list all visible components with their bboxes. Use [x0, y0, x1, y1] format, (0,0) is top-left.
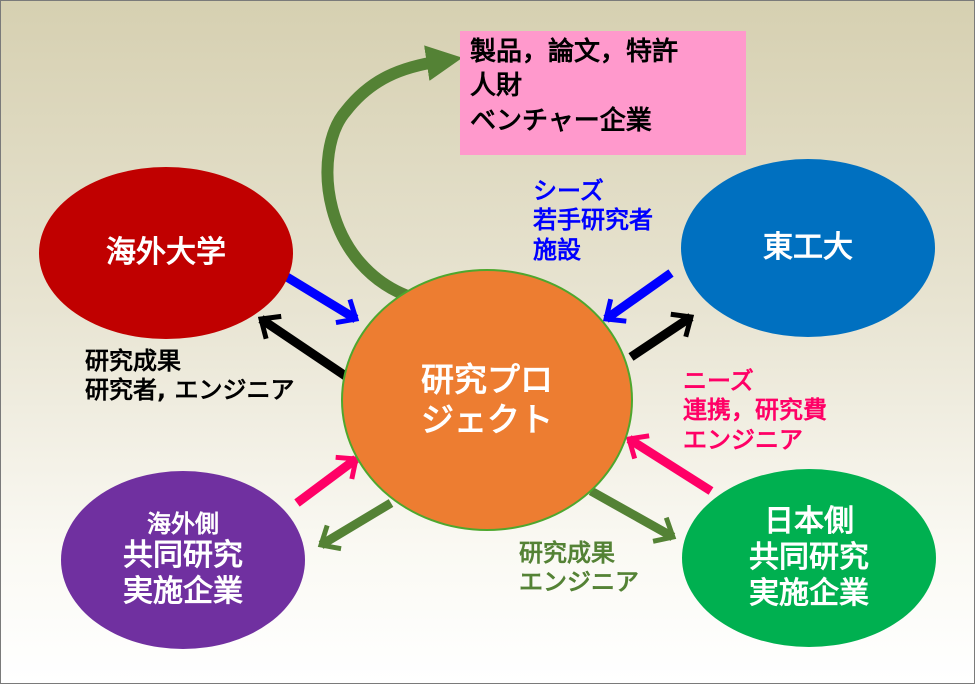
results-engineers-label-line: 研究成果 — [519, 539, 615, 567]
results-engineers-label: 研究成果 エンジニア — [519, 539, 639, 598]
needs-arrow-from-japan-company — [625, 433, 714, 495]
needs-label-line: 連携，研究費 — [683, 396, 827, 425]
results-arrow-to-overseas-company — [317, 499, 394, 552]
results-researchers-label: 研究成果 研究者, エンジニア — [85, 347, 294, 406]
japan-company-label-line3: 実施企業 — [749, 576, 869, 611]
results-researchers-label-line: 研究者, エンジニア — [85, 376, 295, 405]
japan-company-label-line1: 日本側 — [764, 504, 854, 539]
seeds-arrow-from-tokyo-tech — [602, 269, 674, 324]
seeds-label-line: シーズ — [533, 177, 604, 205]
overseas-university-label: 海外大学 — [106, 235, 226, 270]
results-researchers-label-line: 研究成果 — [85, 347, 181, 375]
overseas-university-node: 海外大学 — [39, 167, 293, 339]
needs-label-line: エンジニア — [683, 425, 803, 454]
needs-label-line: ニーズ — [683, 367, 754, 395]
research-project-label-line2: ジェクト — [421, 400, 553, 439]
outcome-line: 製品，論文，特許 — [470, 37, 679, 67]
overseas-company-node: 海外側 共同研究 実施企業 — [61, 471, 305, 649]
overseas-company-label-line3: 実施企業 — [123, 574, 243, 610]
seeds-label-line: 施設 — [533, 235, 581, 264]
japan-company-node: 日本側 共同研究 実施企業 — [682, 469, 936, 647]
overseas-company-label-line2: 共同研究 — [123, 538, 243, 574]
research-project-node: 研究プロ ジェクト — [341, 269, 633, 531]
results-arrow-to-tokyo-tech — [628, 311, 695, 361]
research-project-label-line1: 研究プロ — [421, 360, 553, 400]
needs-arrow-from-overseas-company — [294, 454, 359, 507]
results-arrow-to-overseas-univ — [257, 313, 350, 381]
overseas-company-label-line1: 海外側 — [147, 509, 219, 538]
outcome-arrow — [321, 45, 463, 305]
japan-company-label-line2: 共同研究 — [749, 540, 869, 575]
results-engineers-label-line: エンジニア — [519, 568, 639, 597]
tokyo-tech-label: 東工大 — [763, 230, 853, 265]
outcome-box: 製品，論文，特許 人財 ベンチャー企業 — [460, 31, 746, 155]
seeds-arrow-from-overseas-univ — [274, 267, 360, 326]
outcome-line: 人財 — [470, 71, 523, 102]
seeds-label-line: 若手研究者 — [533, 206, 653, 235]
results-arrow-to-japan-company — [588, 487, 677, 544]
seeds-label: シーズ 若手研究者 施設 — [533, 177, 653, 265]
outcome-line: ベンチャー企業 — [470, 105, 652, 136]
tokyo-tech-node: 東工大 — [681, 159, 935, 337]
needs-label: ニーズ 連携，研究費 エンジニア — [683, 367, 827, 455]
